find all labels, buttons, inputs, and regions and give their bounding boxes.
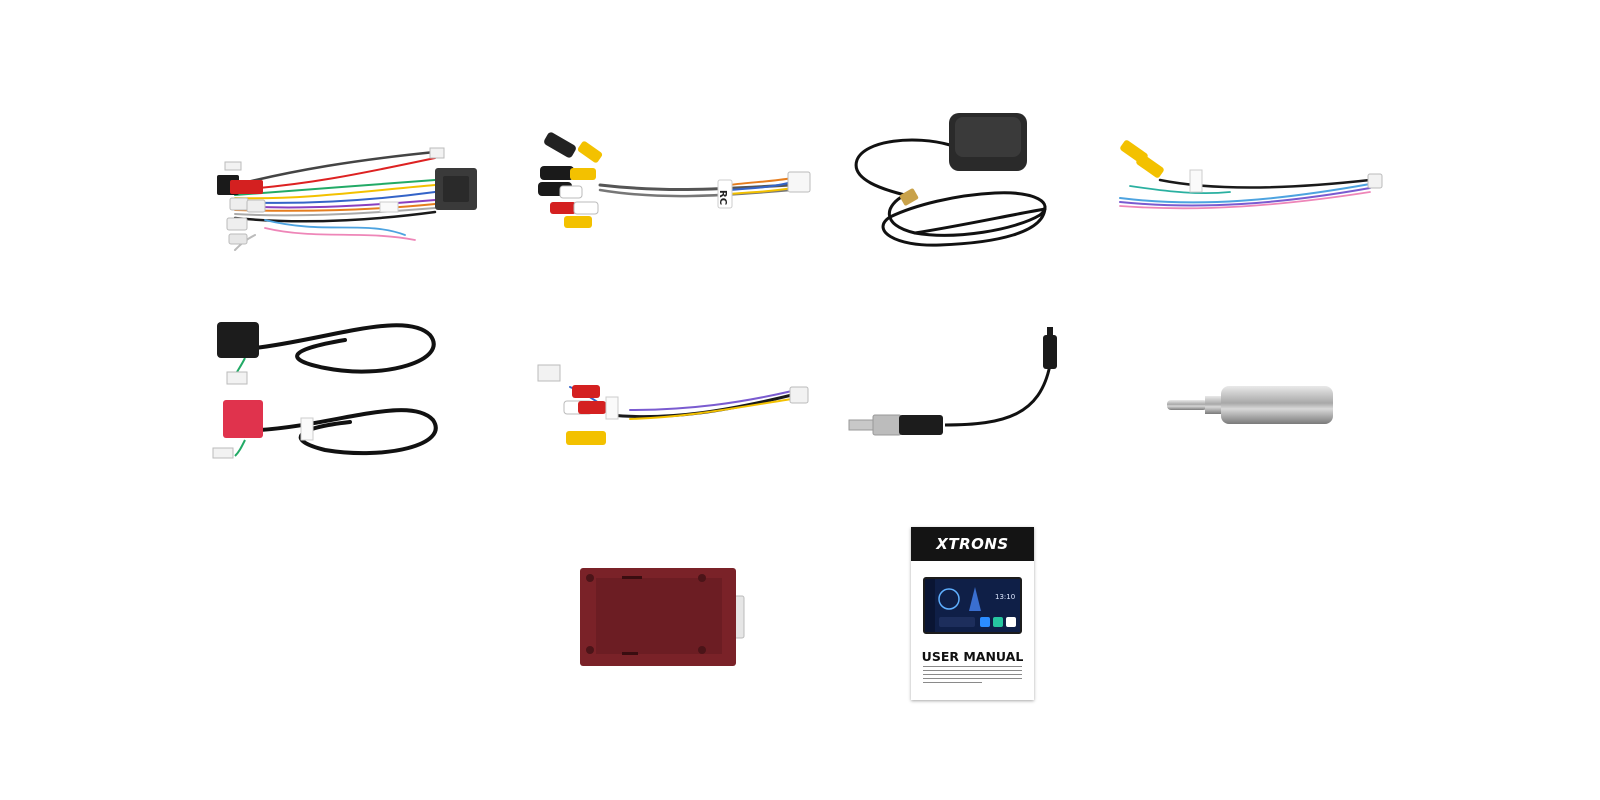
manual-screen-image: 13:10 (923, 577, 1022, 634)
radio-antenna-adapter-cable (845, 325, 1065, 440)
gps-antenna (845, 105, 1060, 255)
brand-logo: XTRONS (936, 535, 1009, 553)
rca-cable-label: RC (717, 190, 728, 205)
usb-cables (205, 310, 450, 465)
audio-rca-cable (530, 355, 815, 455)
antenna-connector-adapter (1165, 380, 1340, 430)
manual-header: XTRONS (911, 527, 1034, 561)
user-manual: XTRONS 13:10 USER MANUAL (911, 527, 1034, 700)
camera-input-cable (1100, 140, 1390, 220)
canbus-decoder-box (578, 566, 748, 668)
screen-clock: 13:10 (995, 593, 1016, 601)
power-wiring-harness (205, 140, 495, 260)
rca-cable: RC (530, 130, 820, 240)
manual-fine-print (923, 666, 1022, 686)
manual-title: USER MANUAL (921, 649, 1024, 664)
